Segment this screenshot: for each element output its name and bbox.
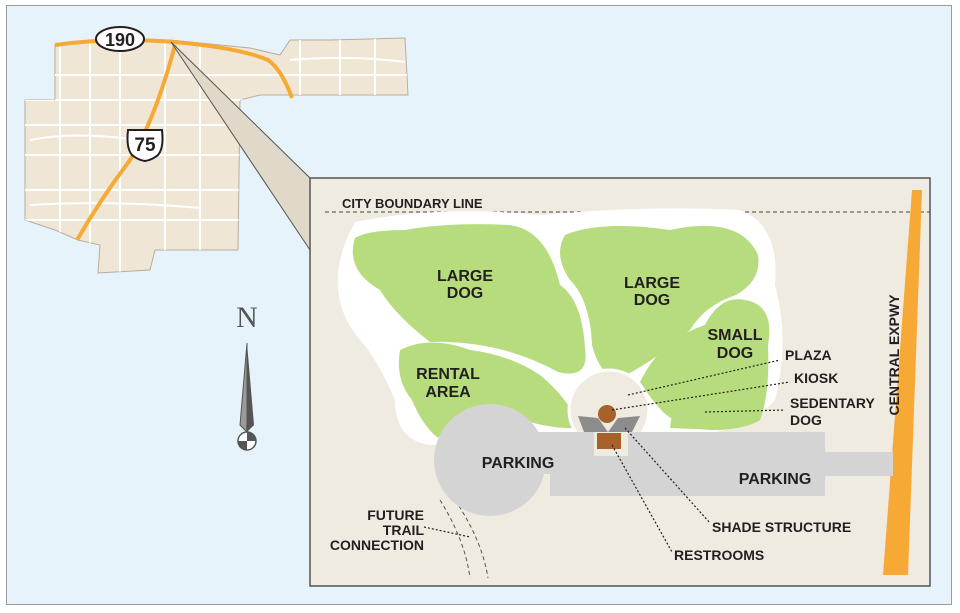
kiosk-callout: KIOSK (794, 370, 838, 386)
restrooms-callout: RESTROOMS (674, 547, 764, 563)
future-trail-path (439, 499, 471, 579)
parking-label-west: PARKING (482, 455, 555, 472)
large-dog-label-1a: LARGE (437, 268, 493, 285)
future-trail-callout-b: TRAIL (383, 522, 425, 538)
callout-labels: PLAZA KIOSK SEDENTARY DOG SHADE STRUCTUR… (330, 347, 876, 563)
north-arrow-icon: N (236, 301, 258, 451)
callout-leaders (423, 359, 791, 553)
future-trail-callout-a: FUTURE (367, 507, 424, 523)
shield-190-text: 190 (105, 30, 135, 50)
small-dog-label-b: DOG (717, 345, 753, 362)
parking-label-east: PARKING (739, 471, 812, 488)
parking-lots (434, 404, 893, 579)
highway-75 (75, 44, 177, 241)
small-dog-label-a: SMALL (707, 327, 762, 344)
central-expwy-road (883, 190, 922, 575)
restrooms-icon (597, 433, 621, 449)
small-dog-area (640, 299, 770, 430)
parking-access-road (820, 452, 893, 476)
shield-75-text: 75 (134, 135, 156, 156)
rental-area-label-b: AREA (425, 384, 471, 401)
central-expwy-label: CENTRAL EXPWY (886, 294, 902, 416)
area-labels: LARGE DOG LARGE DOG SMALL DOG RENTAL ARE… (416, 268, 811, 488)
large-dog-label-1b: DOG (447, 285, 483, 302)
highway-190-shield: 190 (95, 26, 145, 52)
sedentary-dog-callout-b: DOG (790, 412, 822, 428)
large-dog-area-east (560, 225, 759, 380)
sedentary-dog-area (670, 391, 736, 430)
sedentary-dog-callout-a: SEDENTARY (790, 395, 875, 411)
future-trail-callout-c: CONNECTION (330, 537, 424, 553)
kiosk-icon (598, 405, 616, 423)
shade-structure-icon (578, 416, 640, 432)
large-dog-label-2a: LARGE (624, 275, 680, 292)
shade-structure-callout: SHADE STRUCTURE (712, 519, 851, 535)
north-letter: N (236, 301, 258, 334)
large-dog-label-2b: DOG (634, 292, 670, 309)
city-boundary-label: CITY BOUNDARY LINE (342, 196, 483, 211)
large-dog-area-west (352, 224, 586, 374)
highway-75-shield: 75 (126, 129, 164, 163)
rental-area-label-a: RENTAL (416, 366, 480, 383)
rental-area (398, 342, 580, 438)
plaza-callout: PLAZA (785, 347, 832, 363)
